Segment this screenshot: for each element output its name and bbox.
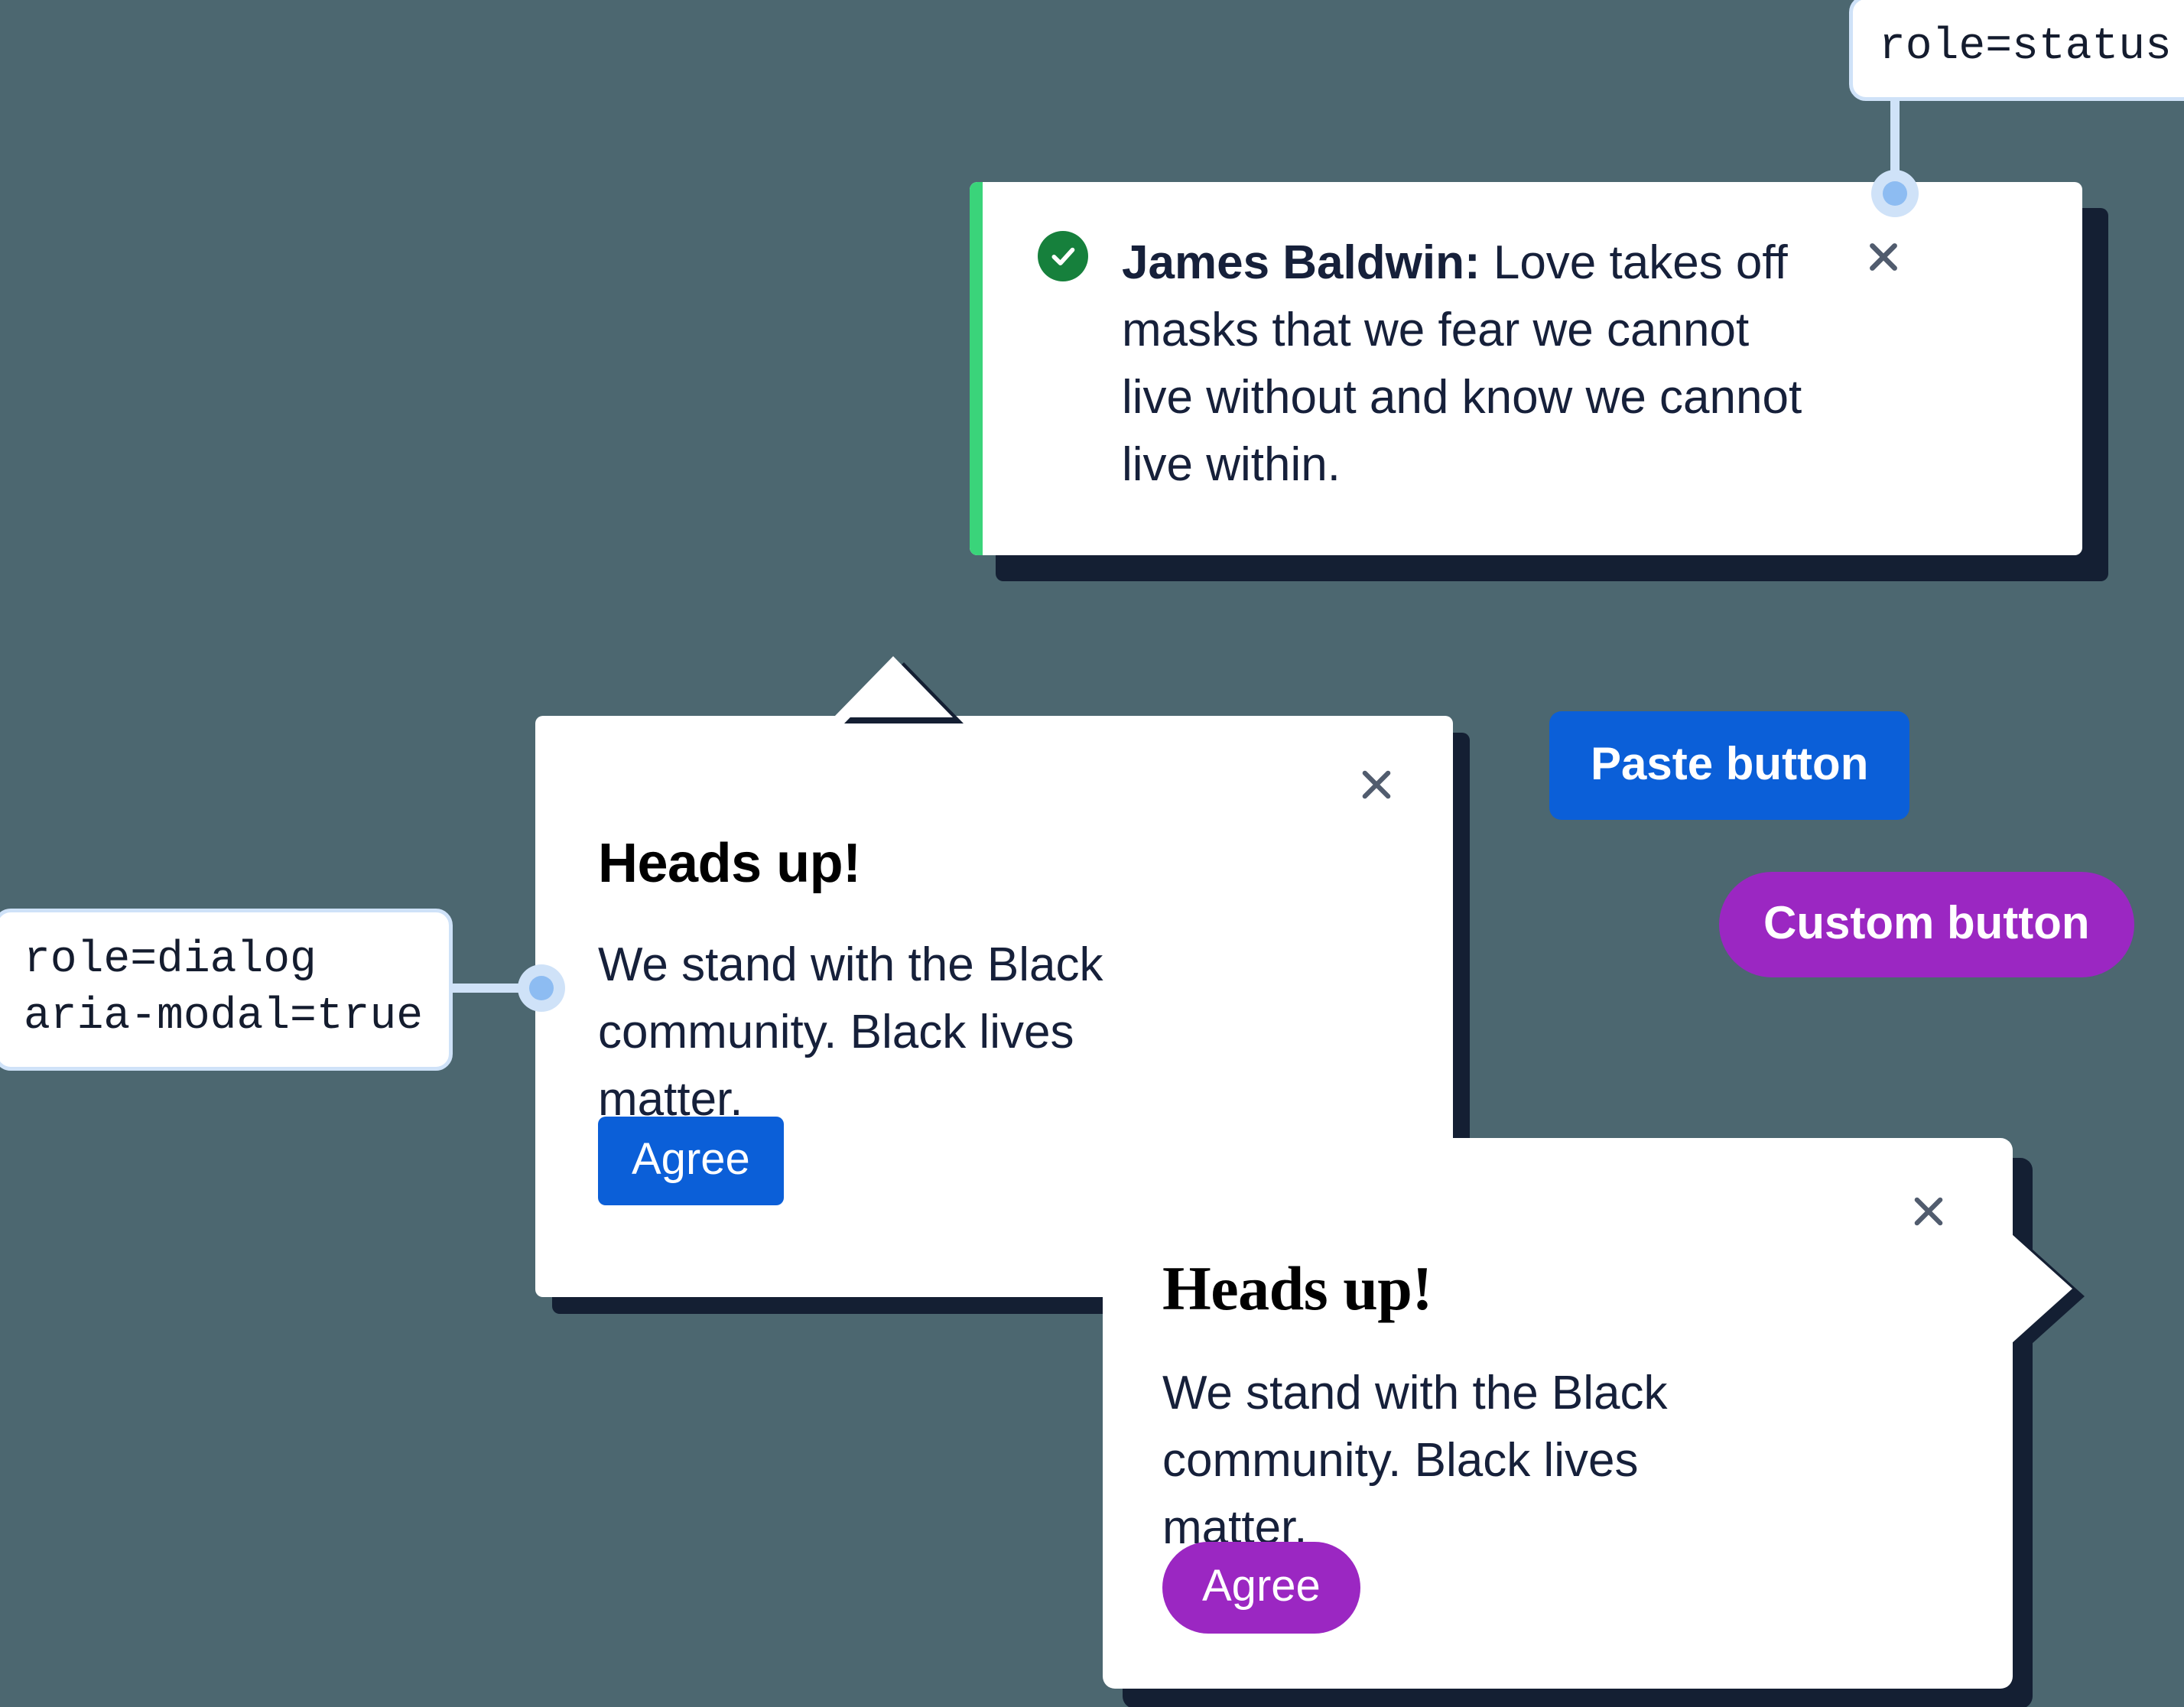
status-toast: James Baldwin: Love takes off masks that… [970, 182, 2082, 555]
toast-author: James Baldwin: [1122, 236, 1480, 289]
paste-button[interactable]: Paste button [1549, 711, 1910, 820]
dialog-body: We stand with the Black community. Black… [598, 938, 1103, 1127]
close-icon[interactable] [1352, 760, 1401, 809]
toast-quote: Love takes off masks that we fear we can… [1122, 236, 1802, 492]
close-icon[interactable] [1904, 1187, 1953, 1236]
annotation-label-role-status: role=status [1849, 0, 2184, 102]
toast-message: James Baldwin: Love takes off masks that… [1122, 228, 1825, 499]
dialog-custom: Heads up! We stand with the Black commun… [1103, 1138, 2072, 1689]
anchor-dot-dialog [518, 964, 565, 1012]
dialog-pointer-right-icon [2011, 1234, 2072, 1344]
toast-accent-stripe [970, 182, 983, 555]
dialog-title: Heads up! [598, 833, 861, 894]
agree-button[interactable]: Agree [598, 1117, 784, 1205]
custom-button[interactable]: Custom button [1719, 872, 2134, 977]
annotation-label-role-dialog: role=dialog aria-modal=true [0, 909, 453, 1071]
dialog-body: We stand with the Black community. Black… [1162, 1367, 1668, 1555]
anchor-dot-status [1871, 170, 1919, 217]
dialog-title: Heads up! [1162, 1253, 1433, 1323]
connector-line-status [1890, 83, 1900, 194]
check-circle-icon [1038, 231, 1088, 281]
toast-body: James Baldwin: Love takes off masks that… [983, 182, 2082, 555]
connector-line-dialog [425, 984, 541, 993]
agree-button[interactable]: Agree [1162, 1542, 1360, 1634]
close-icon[interactable] [1859, 232, 1908, 281]
dialog-pointer-up-icon [834, 656, 953, 717]
